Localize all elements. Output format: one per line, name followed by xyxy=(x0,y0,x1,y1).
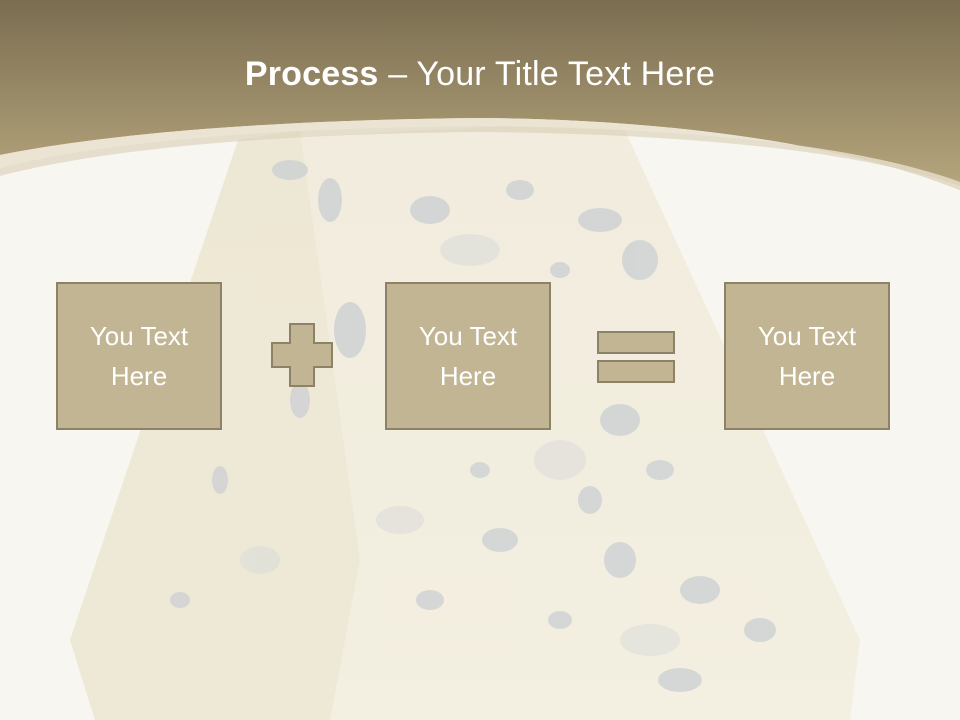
slide-title: Process – Your Title Text Here xyxy=(0,50,960,98)
process-box-1: You Text Here xyxy=(56,282,222,430)
equals-icon xyxy=(597,331,675,383)
title-rest: – Your Title Text Here xyxy=(378,55,716,93)
process-box-2: You Text Here xyxy=(385,282,551,430)
plus-icon xyxy=(271,323,333,387)
title-bold: Process xyxy=(244,55,379,93)
process-box-3: You Text Here xyxy=(724,282,890,430)
